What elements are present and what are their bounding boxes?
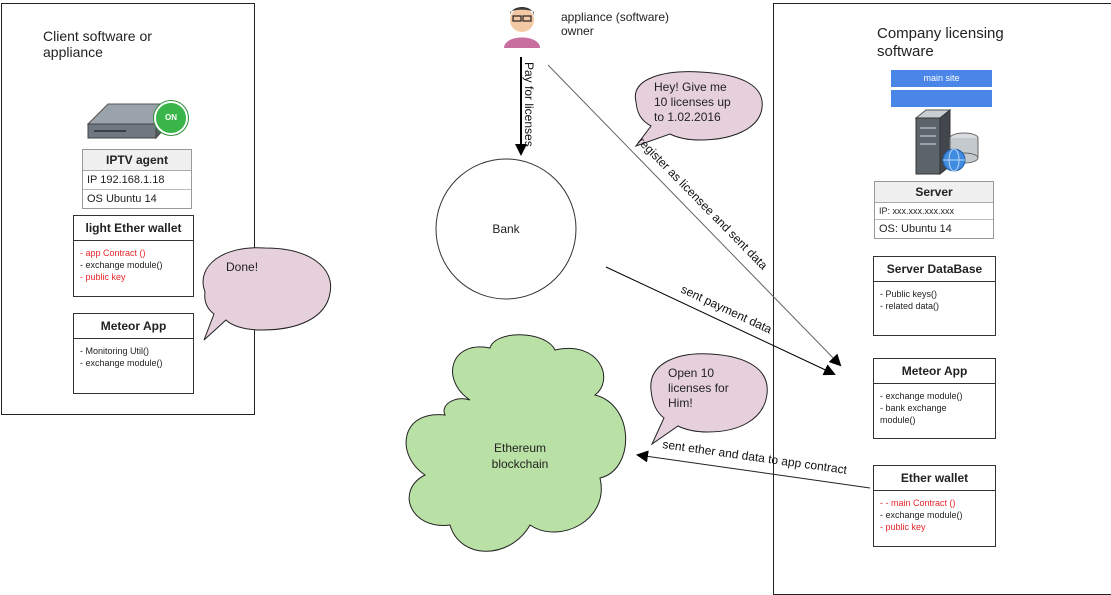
ethereum-label-line1: Ethereum bbox=[493, 441, 547, 455]
device-on-label: ON bbox=[165, 113, 177, 122]
database-item-public-keys: - Public keys() bbox=[880, 289, 938, 299]
company-wallet-item-public-key: - public key bbox=[880, 522, 926, 532]
payment-arrow-label: sent payment data bbox=[679, 282, 775, 337]
bank-node bbox=[435, 158, 577, 300]
iptv-agent-os: OS Ubuntu 14 bbox=[87, 193, 157, 205]
database-item-related-data: - related data() bbox=[880, 301, 940, 311]
server-icon bbox=[910, 108, 982, 178]
client-panel-title: Client software or appliance bbox=[43, 28, 152, 60]
server-ip: IP: xxx.xxx.xxx.xxx bbox=[875, 203, 993, 220]
request-bubble-text: Hey! Give me 10 licenses up to 1.02.2016 bbox=[654, 80, 731, 125]
main-site-bar: main site bbox=[891, 70, 992, 87]
iptv-agent-table: IPTV agent IP 192.168.1.18 OS Ubuntu 14 bbox=[82, 149, 192, 209]
open-line3: Him! bbox=[668, 396, 693, 410]
client-title-line1: Client software or bbox=[43, 28, 152, 44]
company-ether-wallet-box: Ether wallet - - main Contract () - exch… bbox=[873, 465, 996, 547]
company-meteor-item-bank-exchange: - bank exchange bbox=[880, 403, 947, 413]
request-line3: to 1.02.2016 bbox=[654, 110, 721, 124]
register-arrow bbox=[547, 64, 842, 367]
client-meteor-item-exchange: - exchange module() bbox=[80, 358, 163, 368]
request-line1: Hey! Give me bbox=[654, 80, 727, 94]
server-table: Server IP: xxx.xxx.xxx.xxx OS: Ubuntu 14 bbox=[874, 181, 994, 239]
server-title: Server bbox=[875, 182, 993, 203]
company-title-line1: Company licensing bbox=[877, 25, 1004, 42]
pay-arrow-label: Pay for licenses bbox=[522, 62, 536, 147]
register-arrow-label: register as licensee and sent data bbox=[635, 134, 771, 272]
company-meteor-app-box: Meteor App - exchange module() - bank ex… bbox=[873, 358, 996, 439]
company-meteor-app-title: Meteor App bbox=[874, 359, 995, 384]
open-bubble-text: Open 10 licenses for Him! bbox=[668, 366, 729, 411]
light-ether-wallet-box: light Ether wallet - app Contract () - e… bbox=[73, 215, 194, 297]
server-os: OS: Ubuntu 14 bbox=[879, 223, 952, 235]
device-on-badge: ON bbox=[154, 101, 188, 135]
server-database-title: Server DataBase bbox=[874, 257, 995, 282]
wallet-item-app-contract: - app Contract () bbox=[80, 248, 146, 258]
bank-label: Bank bbox=[492, 222, 520, 236]
request-bubble bbox=[634, 71, 763, 148]
open-line1: Open 10 bbox=[668, 366, 715, 380]
main-site-label: main site bbox=[923, 73, 960, 83]
server-database-box: Server DataBase - Public keys() - relate… bbox=[873, 256, 996, 336]
done-bubble-text: Done! bbox=[226, 260, 259, 274]
company-ether-wallet-title: Ether wallet bbox=[874, 466, 995, 491]
open-line2: licenses for bbox=[668, 381, 729, 395]
owner-person-icon bbox=[504, 7, 540, 48]
ethereum-label: Ethereum blockchain bbox=[470, 440, 570, 472]
company-meteor-item-module: module() bbox=[880, 415, 916, 425]
owner-label-line2: owner bbox=[561, 24, 594, 38]
done-bubble bbox=[202, 247, 332, 341]
company-meteor-item-exchange: - exchange module() bbox=[880, 391, 963, 401]
main-site-bar-secondary bbox=[891, 90, 992, 107]
company-panel-title: Company licensing software bbox=[877, 25, 1004, 61]
client-title-line2: appliance bbox=[43, 44, 103, 60]
owner-label-line1: appliance (software) bbox=[561, 10, 670, 24]
iptv-agent-ip: IP 192.168.1.18 bbox=[83, 171, 191, 190]
company-wallet-item-exchange: - exchange module() bbox=[880, 510, 963, 520]
owner-label: appliance (software) owner bbox=[561, 10, 669, 38]
company-wallet-item-main-contract: - - main Contract () bbox=[880, 498, 956, 508]
payment-arrow bbox=[605, 266, 836, 376]
client-meteor-item-monitoring: - Monitoring Util() bbox=[80, 346, 150, 356]
company-title-line2: software bbox=[877, 43, 934, 60]
wallet-item-exchange-module: - exchange module() bbox=[80, 260, 163, 270]
wallet-item-public-key: - public key bbox=[80, 272, 126, 282]
ether-arrow-label: sent ether and data to app contract bbox=[662, 437, 849, 477]
iptv-agent-title: IPTV agent bbox=[83, 150, 191, 171]
ethereum-label-line2: blockchain bbox=[491, 457, 549, 471]
request-line2: 10 licenses up bbox=[654, 95, 731, 109]
diagram-canvas: Pay for licenses register as licensee an… bbox=[202, 7, 871, 552]
ethereum-cloud bbox=[405, 334, 627, 552]
open-bubble bbox=[650, 353, 768, 446]
client-meteor-app-title: Meteor App bbox=[74, 314, 193, 339]
ether-arrow bbox=[636, 450, 871, 489]
client-meteor-app-box: Meteor App - Monitoring Util() - exchang… bbox=[73, 313, 194, 394]
light-ether-wallet-title: light Ether wallet bbox=[74, 216, 193, 241]
